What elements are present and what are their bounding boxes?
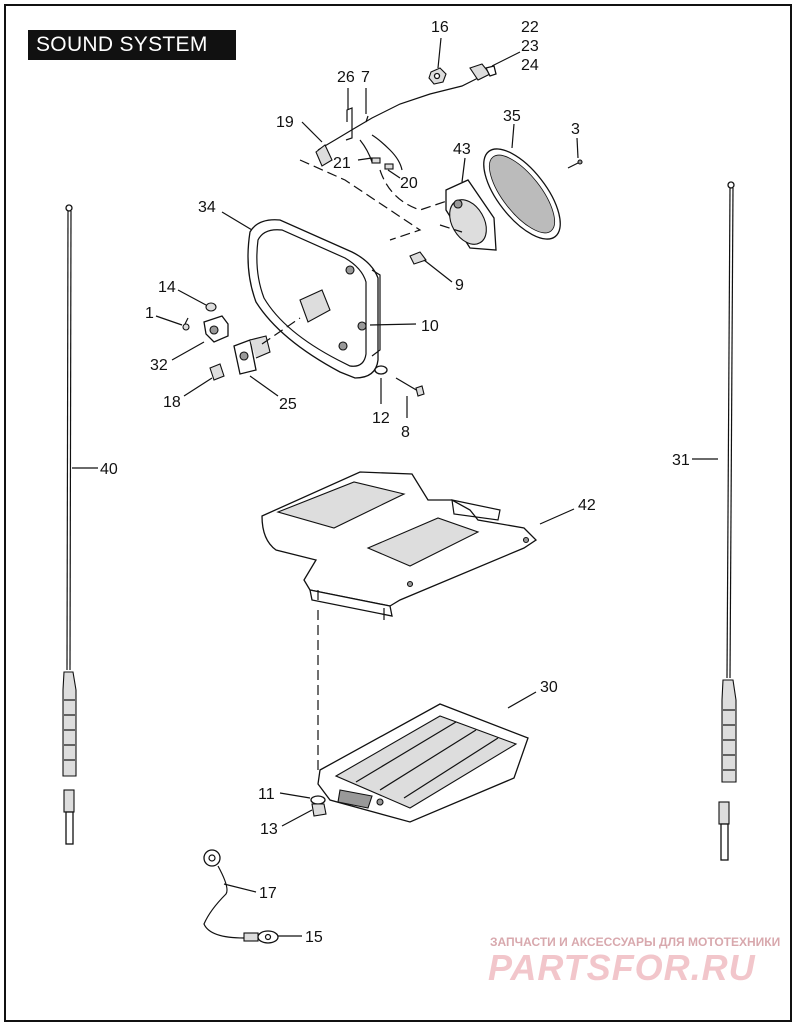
page-title: SOUND SYSTEM xyxy=(28,30,236,60)
callout-18: 18 xyxy=(163,394,181,411)
antenna-left-mast[interactable] xyxy=(63,789,75,845)
watermark: ЗАПЧАСТИ И АКСЕССУАРЫ ДЛЯ МОТОТЕХНИКИ PA… xyxy=(488,935,780,988)
antenna-right[interactable] xyxy=(721,181,737,783)
callout-3: 3 xyxy=(571,121,580,138)
speaker-enclosure[interactable] xyxy=(247,219,381,379)
speaker-grille[interactable] xyxy=(470,137,574,252)
eyelet-15[interactable] xyxy=(243,930,279,944)
callout-7: 7 xyxy=(361,69,370,86)
connector-25[interactable] xyxy=(233,317,301,375)
bracket-32[interactable] xyxy=(203,315,229,343)
callout-1: 1 xyxy=(145,305,154,322)
callout-17: 17 xyxy=(259,885,277,902)
callout-22: 22 xyxy=(521,19,539,36)
leader-lines xyxy=(72,37,718,937)
clip-18[interactable] xyxy=(209,363,225,381)
callout-21: 21 xyxy=(333,155,351,172)
nut-16[interactable] xyxy=(428,67,447,85)
callout-30: 30 xyxy=(540,679,558,696)
callout-26: 26 xyxy=(337,69,355,86)
callout-16: 16 xyxy=(431,19,449,36)
ground-strap[interactable] xyxy=(203,849,245,939)
callout-32: 32 xyxy=(150,357,168,374)
speaker[interactable] xyxy=(439,179,497,251)
antenna-right-mast[interactable] xyxy=(718,801,730,861)
bolt-9[interactable] xyxy=(409,251,427,265)
watermark-logo: PARTSFOR.RU xyxy=(488,947,756,988)
callout-9: 9 xyxy=(455,277,464,294)
callout-19: 19 xyxy=(276,114,294,131)
callout-34: 34 xyxy=(198,199,216,216)
callout-11: 11 xyxy=(258,786,275,803)
callout-31: 31 xyxy=(672,452,690,469)
callout-14: 14 xyxy=(158,279,176,296)
callout-13: 13 xyxy=(260,821,278,838)
callout-12: 12 xyxy=(372,410,390,427)
callout-labels: 16 22 23 24 26 7 19 21 20 35 3 43 34 9 1… xyxy=(100,19,690,946)
callout-10: 10 xyxy=(421,318,439,335)
callout-43: 43 xyxy=(453,141,471,158)
screw-1[interactable] xyxy=(182,317,190,331)
antenna-left[interactable] xyxy=(62,204,77,777)
washer-12[interactable] xyxy=(374,365,388,375)
callout-25: 25 xyxy=(279,396,297,413)
diagram-frame xyxy=(4,4,792,1022)
callout-23: 23 xyxy=(521,38,539,55)
washer-11[interactable] xyxy=(310,795,326,805)
callout-42: 42 xyxy=(578,497,596,514)
nut-14[interactable] xyxy=(205,302,217,312)
callout-35: 35 xyxy=(503,108,521,125)
mounting-plate[interactable] xyxy=(261,471,538,620)
callout-20: 20 xyxy=(400,175,418,192)
amplifier[interactable] xyxy=(317,703,529,823)
watermark-tagline: ЗАПЧАСТИ И АКСЕССУАРЫ ДЛЯ МОТОТЕХНИКИ xyxy=(490,935,780,949)
wiring-harness[interactable] xyxy=(299,63,497,241)
callout-24: 24 xyxy=(521,57,539,74)
callout-8: 8 xyxy=(401,424,410,441)
screw-3[interactable] xyxy=(567,159,583,169)
callout-40: 40 xyxy=(100,461,118,478)
nut-13[interactable] xyxy=(311,803,327,817)
callout-15: 15 xyxy=(305,929,323,946)
bolt-8[interactable] xyxy=(395,377,425,397)
